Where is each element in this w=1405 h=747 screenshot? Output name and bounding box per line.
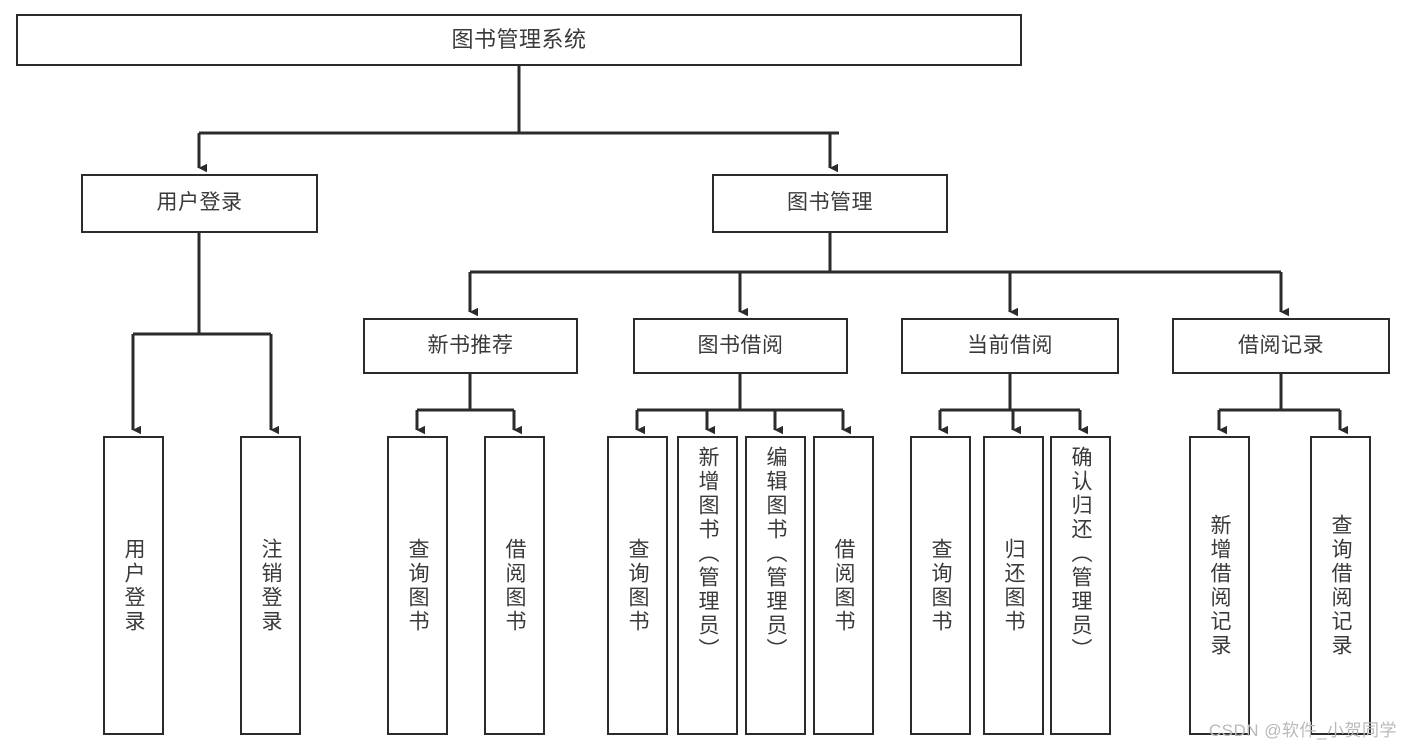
- node-borrow-records[interactable]: 借阅记录: [1172, 318, 1390, 374]
- leaf-inner: 借阅图书: [832, 438, 855, 733]
- node-add-book-admin-label: 新增图书（管理员）: [696, 446, 719, 662]
- leaf-inner: 归还图书: [1002, 438, 1025, 733]
- node-query-borrow-record[interactable]: 查询借阅记录: [1310, 436, 1371, 735]
- leaf-inner: 借阅图书: [503, 438, 526, 733]
- node-newbook-borrow-book[interactable]: 借阅图书: [484, 436, 545, 735]
- node-borrow-query-book-label: 查询图书: [626, 537, 649, 634]
- node-newbook-query-book-label: 查询图书: [406, 537, 429, 634]
- leaf-inner: 查询图书: [929, 438, 952, 733]
- node-query-borrow-record-label: 查询借阅记录: [1329, 513, 1352, 658]
- node-confirm-return-admin-label: 确认归还（管理员）: [1069, 446, 1092, 662]
- leaf-inner: 查询图书: [406, 438, 429, 733]
- node-add-borrow-record[interactable]: 新增借阅记录: [1189, 436, 1250, 735]
- node-logout-action[interactable]: 注销登录: [240, 436, 301, 735]
- node-borrow-records-label: 借阅记录: [1238, 333, 1324, 357]
- node-add-book-admin[interactable]: 新增图书（管理员）: [677, 436, 738, 735]
- node-newbook-borrow-book-label: 借阅图书: [503, 537, 526, 634]
- node-current-borrow-label: 当前借阅: [967, 333, 1053, 357]
- node-current-query-book-label: 查询图书: [929, 537, 952, 634]
- node-login-action-label: 用户登录: [122, 537, 145, 634]
- node-book-borrow[interactable]: 图书借阅: [633, 318, 848, 374]
- node-login-action[interactable]: 用户登录: [103, 436, 164, 735]
- node-book-management[interactable]: 图书管理: [712, 174, 948, 233]
- node-borrow-lend-book-label: 借阅图书: [832, 537, 855, 634]
- node-user-login[interactable]: 用户登录: [81, 174, 318, 233]
- leaf-inner: 注销登录: [259, 438, 282, 733]
- node-borrow-query-book[interactable]: 查询图书: [607, 436, 668, 735]
- leaf-inner: 新增图书（管理员）: [696, 438, 719, 733]
- leaf-inner: 编辑图书（管理员）: [764, 438, 787, 733]
- node-new-book-recommend[interactable]: 新书推荐: [363, 318, 578, 374]
- node-root-label: 图书管理系统: [451, 27, 587, 53]
- node-return-book-label: 归还图书: [1002, 537, 1025, 634]
- node-return-book[interactable]: 归还图书: [983, 436, 1044, 735]
- node-book-borrow-label: 图书借阅: [697, 333, 784, 357]
- node-root[interactable]: 图书管理系统: [16, 14, 1022, 66]
- leaf-inner: 查询借阅记录: [1329, 438, 1352, 733]
- node-borrow-lend-book[interactable]: 借阅图书: [813, 436, 874, 735]
- node-add-borrow-record-label: 新增借阅记录: [1208, 513, 1231, 658]
- node-user-login-label: 用户登录: [156, 191, 243, 215]
- node-new-book-recommend-label: 新书推荐: [427, 333, 514, 357]
- node-current-query-book[interactable]: 查询图书: [910, 436, 971, 735]
- node-book-management-label: 图书管理: [787, 191, 873, 215]
- leaf-inner: 确认归还（管理员）: [1069, 438, 1092, 733]
- node-newbook-query-book[interactable]: 查询图书: [387, 436, 448, 735]
- node-edit-book-admin-label: 编辑图书（管理员）: [764, 446, 787, 662]
- leaf-inner: 查询图书: [626, 438, 649, 733]
- node-confirm-return-admin[interactable]: 确认归还（管理员）: [1050, 436, 1111, 735]
- leaf-inner: 用户登录: [122, 438, 145, 733]
- node-current-borrow[interactable]: 当前借阅: [901, 318, 1119, 374]
- watermark-text: CSDN @软件_小贺同学: [1208, 721, 1397, 740]
- node-edit-book-admin[interactable]: 编辑图书（管理员）: [745, 436, 806, 735]
- leaf-inner: 新增借阅记录: [1208, 438, 1231, 733]
- node-logout-action-label: 注销登录: [259, 537, 282, 634]
